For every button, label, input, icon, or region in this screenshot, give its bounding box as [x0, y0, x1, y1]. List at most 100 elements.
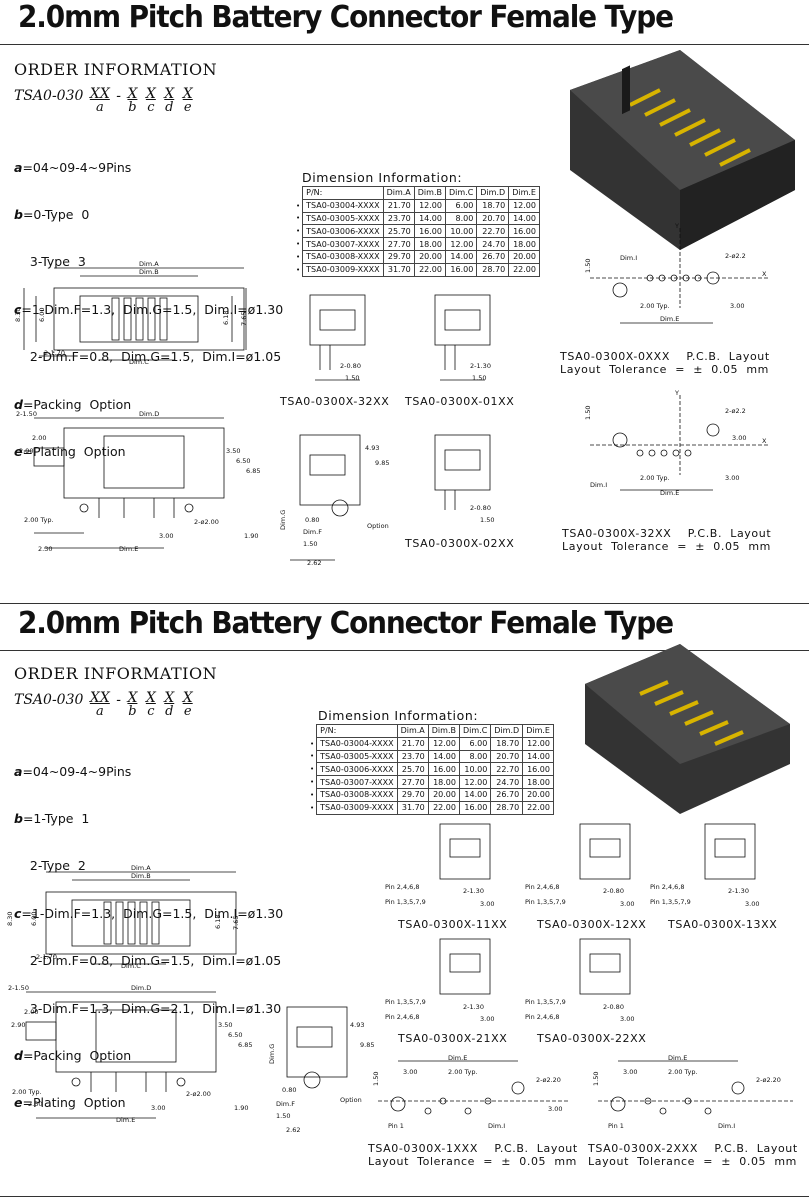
- code-c-key: c: [147, 100, 155, 115]
- svg-text:2-1.70: 2-1.70: [36, 953, 57, 961]
- side-view-drawing-2: 2-1.50 Dim.D 2.90 2.00 3.50 6.50 6.85 2.…: [8, 984, 252, 1124]
- svg-text:6.18: 6.18: [214, 915, 222, 929]
- svg-text:3.00: 3.00: [403, 1068, 417, 1076]
- svg-text:3.00: 3.00: [548, 1105, 562, 1113]
- dim-685: 6.85: [246, 467, 260, 475]
- datasheet-section-type1-2: 2.0mm Pitch Battery Connector Female Typ…: [0, 604, 809, 1200]
- dim-e-label: Dim.E: [119, 545, 138, 553]
- svg-text:Pin 1,3,5,7,9: Pin 1,3,5,7,9: [525, 898, 566, 906]
- svg-text:Pin 1: Pin 1: [608, 1122, 624, 1130]
- bottom-rule: [0, 1196, 809, 1197]
- svg-text:Pin 1,3,5,7,9: Pin 1,3,5,7,9: [650, 898, 691, 906]
- axis-x: X: [762, 270, 767, 278]
- dim-350: 3.50: [226, 447, 240, 455]
- svg-text:2.00 Typ.: 2.00 Typ.: [668, 1068, 698, 1076]
- dim-300d: 3.00: [725, 474, 739, 482]
- svg-text:Dim.C: Dim.C: [121, 962, 141, 970]
- svg-text:0.80: 0.80: [282, 1086, 296, 1094]
- option-line: c=1-Dim.F=1.3, Dim.G=1.5, Dim.I=ø1.30: [14, 905, 284, 921]
- title-divider: [0, 44, 809, 45]
- connector-3d-render: [570, 50, 795, 250]
- axis-x2: X: [762, 437, 767, 445]
- option-line: e=Plating Option: [14, 1095, 126, 1111]
- dim-493: 4.93: [365, 444, 379, 452]
- dim-200g: 2.00 Typ.: [640, 302, 670, 310]
- svg-text:3.00: 3.00: [480, 1015, 494, 1023]
- dim-150e: 1.50: [480, 516, 494, 524]
- order-heading-2: ORDER INFORMATION: [14, 664, 218, 683]
- option-line: 3-Type 3: [14, 254, 86, 270]
- dim-200typ: 2.00 Typ.: [24, 516, 54, 524]
- svg-text:3.50: 3.50: [218, 1021, 232, 1029]
- svg-text:2.00 Typ.: 2.00 Typ.: [448, 1068, 478, 1076]
- dim-e-label3: Dim.E: [660, 489, 679, 497]
- dim-150g: 1.50: [584, 406, 592, 420]
- axis-y: Y: [674, 222, 679, 230]
- variant-label: TSA0-0300X-13XX: [668, 918, 778, 931]
- svg-text:Pin 2,4,6,8: Pin 2,4,6,8: [385, 1013, 420, 1021]
- dim-phi22: 2-ø2.2: [725, 252, 746, 260]
- option-line: b=1-Type 1: [14, 810, 90, 826]
- dim-985: 9.85: [375, 459, 389, 467]
- dim-300c: 3.00: [732, 434, 746, 442]
- svg-text:2.90: 2.90: [11, 1021, 25, 1029]
- dim-phi200: 2-ø2.00: [194, 518, 219, 526]
- svg-text:3.00: 3.00: [620, 1015, 634, 1023]
- svg-text:2-ø2.00: 2-ø2.00: [186, 1090, 211, 1098]
- svg-text:2-ø2.20: 2-ø2.20: [756, 1076, 781, 1084]
- svg-text:Dim.E: Dim.E: [448, 1054, 467, 1062]
- svg-text:2.62: 2.62: [286, 1126, 300, 1134]
- svg-text:2-0.80: 2-0.80: [603, 1003, 624, 1011]
- svg-text:Pin 2,4,6,8: Pin 2,4,6,8: [525, 1013, 560, 1021]
- dim-190: 1.90: [244, 532, 258, 540]
- svg-text:2.30: 2.30: [28, 1100, 42, 1108]
- svg-text:8.30: 8.30: [6, 912, 14, 926]
- svg-text:Pin 1: Pin 1: [388, 1122, 404, 1130]
- pcb-caption: TSA0-0300X-32XX P.C.B. Layout Layout Tol…: [562, 527, 772, 553]
- svg-text:2-1.30: 2-1.30: [463, 887, 484, 895]
- svg-text:2.00 Typ.: 2.00 Typ.: [12, 1088, 42, 1096]
- svg-text:Dim.I: Dim.I: [718, 1122, 735, 1130]
- model-prefix: TSA0-030: [14, 88, 84, 104]
- svg-text:2-ø2.20: 2-ø2.20: [536, 1076, 561, 1084]
- svg-text:Option: Option: [340, 1096, 362, 1104]
- svg-text:2-1.30: 2-1.30: [728, 887, 749, 895]
- datasheet-section-type0-3: 2.0mm Pitch Battery Connector Female Typ…: [0, 0, 809, 567]
- page-title-2: 2.0mm Pitch Battery Connector Female Typ…: [18, 606, 674, 641]
- pcb-caption: TSA0-0300X-2XXX P.C.B. Layout Layout Tol…: [588, 1142, 798, 1168]
- dim-200: 2.00: [32, 434, 46, 442]
- svg-text:Dim.E: Dim.E: [668, 1054, 687, 1062]
- code-e-key: e: [183, 100, 192, 115]
- dim-2-130: 2-1.30: [470, 362, 491, 370]
- front-view-drawing: Dim.A Dim.B Dim.C 8.30 6.00 6.18 7.65 2-…: [14, 260, 248, 366]
- dim-650: 6.50: [236, 457, 250, 465]
- svg-text:2.00: 2.00: [24, 1008, 38, 1016]
- col-header: Dim.D: [476, 186, 510, 200]
- option-line: 2-Type 2: [14, 858, 86, 874]
- svg-text:Dim.B: Dim.B: [131, 872, 151, 880]
- pcb-caption: TSA0-0300X-1XXX P.C.B. Layout Layout Tol…: [368, 1142, 578, 1168]
- svg-text:4.93: 4.93: [350, 1021, 364, 1029]
- code-dash: -: [116, 88, 121, 104]
- dim-a-label: Dim.A: [139, 260, 159, 268]
- option-line: d=Packing Option: [14, 1047, 132, 1063]
- col-header: Dim.B: [413, 186, 446, 200]
- code-b: X: [127, 86, 138, 102]
- svg-text:2-1.30: 2-1.30: [463, 1003, 484, 1011]
- variant-label: TSA0-0300X-11XX: [398, 918, 508, 931]
- pcb-layout-32xx: Y X 2-ø2.2 3.00 1.50 2.00 Typ. 3.00 Dim.…: [584, 389, 770, 497]
- section-divider: [0, 603, 809, 604]
- variant-label: TSA0-0300X-02XX: [405, 537, 515, 550]
- dim-150b: 1.50: [345, 374, 359, 382]
- option-label: Option: [367, 522, 389, 530]
- pcb-layout-2xxx: Dim.E 3.00 2.00 Typ. 2-ø2.20 1.50 Pin 1 …: [592, 1054, 793, 1130]
